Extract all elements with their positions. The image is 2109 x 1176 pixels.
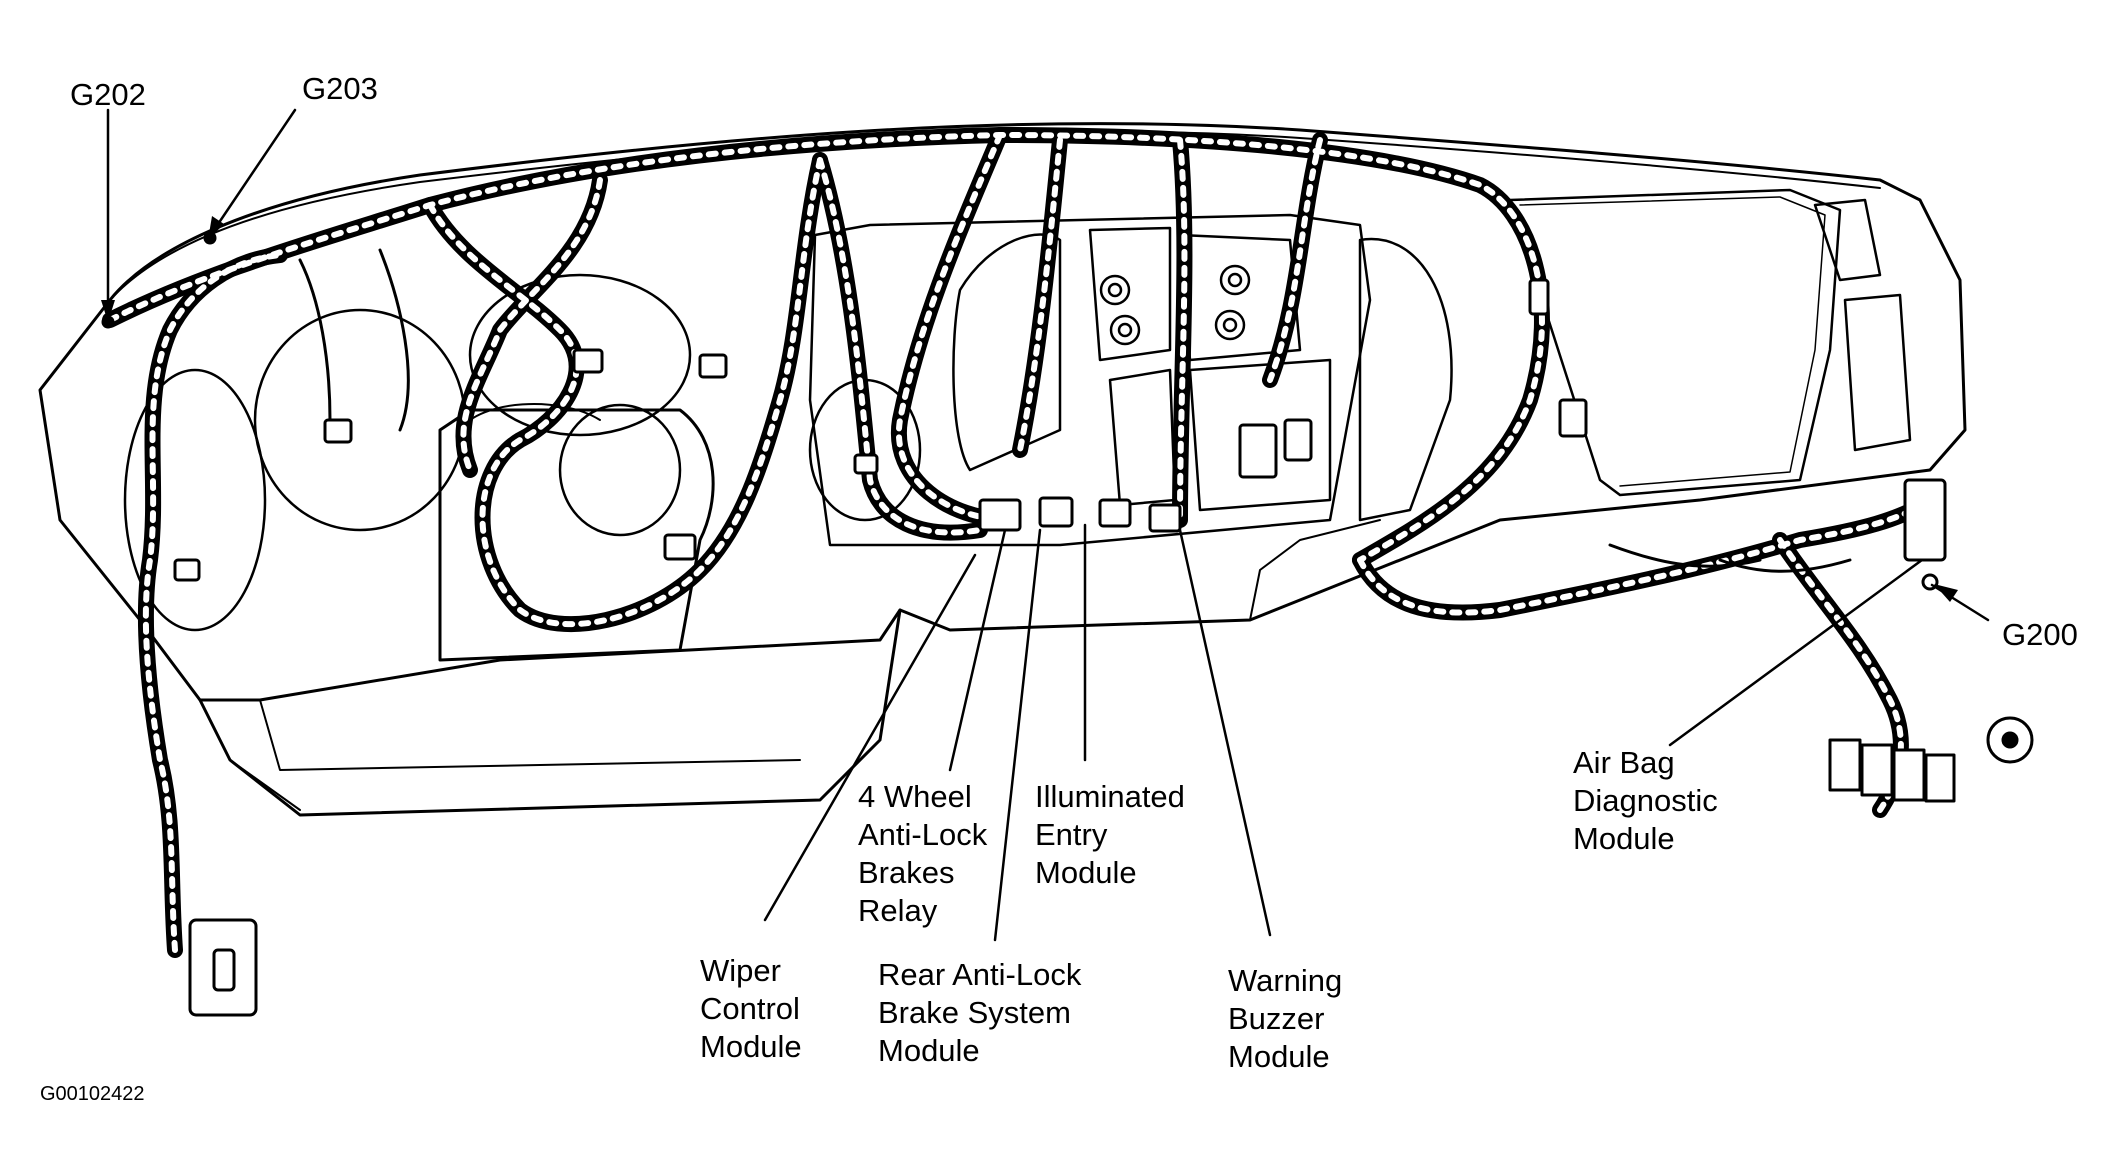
callout-line: Control (700, 991, 800, 1026)
wiring-harness (102, 127, 1938, 958)
callout-line: Entry (1035, 817, 1108, 852)
g202-label: G202 (70, 77, 146, 112)
arrowhead-g200 (1934, 584, 1958, 602)
air-bag-diagnostic-module-label: Air Bag Diagnostic Module (1573, 744, 1718, 858)
wiper-control-module-label: Wiper Control Module (700, 952, 802, 1066)
callout-line: Buzzer (1228, 1001, 1325, 1036)
rear-anti-lock-brake-system-module-label: Rear Anti-Lock Brake System Module (878, 956, 1081, 1070)
arrowhead-g202 (101, 300, 115, 322)
gauge-pods (123, 273, 715, 662)
g203-label: G203 (302, 71, 378, 106)
glove-box (1508, 188, 1912, 497)
callout-line: Warning (1228, 963, 1343, 998)
callout-line: Rear Anti-Lock (878, 957, 1082, 992)
callout-line: Brake System (878, 995, 1071, 1030)
g200-label: G200 (2002, 617, 2078, 652)
figure-id: G00102422 (40, 1083, 145, 1105)
callout-line: Air Bag (1573, 745, 1675, 780)
callout-line: Illuminated (1035, 779, 1185, 814)
leader-lines (106, 108, 1990, 942)
leader-air-bag (1668, 558, 1924, 747)
illuminated-entry-module-label: Illuminated Entry Module (1035, 778, 1185, 892)
callout-line: Module (878, 1033, 980, 1068)
callout-line: 4 Wheel (858, 779, 972, 814)
callout-line: Module (1228, 1039, 1330, 1074)
dashboard-outline (38, 122, 1967, 817)
callout-line: Module (1035, 855, 1137, 890)
arrowhead-g203 (208, 216, 224, 240)
leader-wiper (763, 553, 977, 922)
callout-line: Anti-Lock (858, 817, 988, 852)
leader-4wabs (948, 528, 1007, 772)
leader-rear-abs (993, 528, 1042, 942)
callout-line: Brakes (858, 855, 955, 890)
leader-warning-buzzer (1178, 528, 1272, 937)
callout-line: Module (700, 1029, 802, 1064)
leader-arrowheads (101, 216, 1958, 602)
warning-buzzer-module-label: Warning Buzzer Module (1228, 962, 1342, 1076)
connectors (101, 231, 2034, 1017)
callout-line: Diagnostic (1573, 783, 1718, 818)
center-stack (808, 213, 1453, 547)
callout-line: Module (1573, 821, 1675, 856)
four-wheel-anti-lock-brakes-relay-label: 4 Wheel Anti-Lock Brakes Relay (858, 778, 987, 930)
callout-line: Relay (858, 893, 938, 928)
leader-g203 (208, 108, 297, 238)
callout-line: Wiper (700, 953, 781, 988)
